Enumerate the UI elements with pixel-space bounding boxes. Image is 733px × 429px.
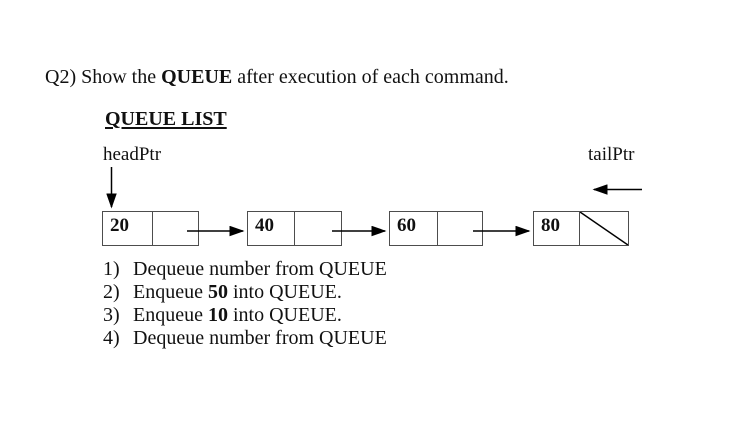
command-number: 4): [103, 327, 120, 349]
node-value-cell: 60: [390, 212, 438, 245]
question-title: Q2) Show the QUEUE after execution of ea…: [45, 66, 509, 88]
question-title-prefix: Q2) Show the: [45, 66, 162, 88]
command-item: 2) Enqueue 50 into QUEUE.: [103, 281, 387, 304]
queue-node: 60: [389, 211, 483, 246]
command-text: into QUEUE.: [227, 281, 342, 303]
null-pointer-diagonal: [580, 212, 628, 245]
command-number: 1): [103, 258, 120, 280]
command-text: Enqueue: [133, 304, 208, 326]
node-value-cell: 20: [103, 212, 153, 245]
queue-node: 20: [102, 211, 199, 246]
question-title-suffix: after execution of each command.: [232, 66, 509, 88]
command-item: 3) Enqueue 10 into QUEUE.: [103, 304, 387, 327]
tail-pointer-label: tailPtr: [588, 144, 635, 165]
queue-node: 40: [247, 211, 342, 246]
node-next-cell: [580, 212, 628, 245]
command-bold-value: 50: [207, 281, 228, 303]
node-next-cell: [295, 212, 341, 245]
command-number: 3): [103, 304, 120, 326]
command-item: 1) Dequeue number from QUEUE: [103, 258, 387, 281]
question-title-emphasis: QUEUE: [161, 66, 233, 88]
command-text: Dequeue number from QUEUE: [133, 327, 387, 349]
command-list: 1) Dequeue number from QUEUE 2) Enqueue 50…: [103, 258, 387, 350]
head-pointer-label: headPtr: [103, 144, 162, 165]
command-text: Dequeue number from QUEUE: [133, 258, 387, 280]
section-heading: QUEUE LIST: [105, 108, 227, 130]
node-value-cell: 80: [534, 212, 580, 245]
node-next-cell: [153, 212, 198, 245]
command-number: 2): [103, 281, 120, 303]
node-next-cell: [438, 212, 482, 245]
queue-node: 80: [533, 211, 629, 246]
command-text: Enqueue: [133, 281, 208, 303]
command-text: into QUEUE.: [227, 304, 342, 326]
command-item: 4) Dequeue number from QUEUE: [103, 327, 387, 350]
command-bold-value: 10: [207, 304, 228, 326]
node-value-cell: 40: [248, 212, 295, 245]
